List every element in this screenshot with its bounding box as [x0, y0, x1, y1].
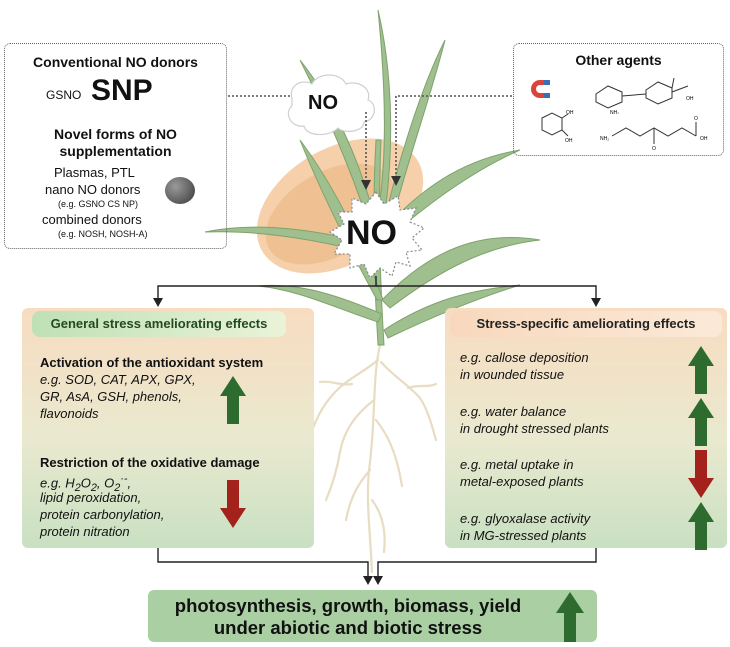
svg-text:O: O [694, 116, 698, 122]
metal-line-2: metal-exposed plants [460, 474, 584, 489]
novel-forms-title-1: Novel forms of NO [54, 126, 177, 142]
plasmas-label: Plasmas, PTL [54, 165, 135, 180]
callose-line-2: in wounded tissue [460, 367, 565, 382]
other-agents-title: Other agents [575, 52, 662, 68]
general-effects-title: General stress ameliorating effects [32, 311, 286, 337]
svg-text:O: O [652, 146, 656, 152]
aminolevulinic-acid-structure: NH₂ O OH O [600, 116, 708, 152]
nanoparticle-icon [165, 177, 195, 204]
arrow-down-icon [688, 450, 714, 498]
conventional-donors-title: Conventional NO donors [33, 54, 198, 70]
svg-text:NH₂: NH₂ [610, 110, 619, 114]
combined-donors-example: (e.g. NOSH, NOSH-A) [58, 229, 148, 239]
oxidative-line-1: lipid peroxidation, [40, 490, 142, 505]
novel-forms-title-2: supplementation [59, 143, 172, 159]
salicylic-acid-structure: OH OH [541, 110, 574, 144]
nano-donors-example: (e.g. GSNO CS NP) [58, 199, 139, 209]
arrow-up-icon [688, 398, 714, 446]
general-effects-panel [22, 308, 314, 548]
svg-text:OH: OH [566, 110, 574, 116]
callose-line-1: e.g. callose deposition [460, 350, 589, 365]
other-agents-box: Other agents OH OH NH₂ OH NH₂ O OH O [513, 43, 724, 156]
specific-effects-title: Stress-specific ameliorating effects [450, 311, 722, 337]
result-line-2: under abiotic and biotic stress [213, 617, 483, 638]
antioxidant-title: Activation of the antioxidant system [40, 355, 264, 370]
no-cloud-label: NO [308, 92, 338, 114]
result-box [148, 590, 597, 642]
result-connectors [157, 548, 597, 578]
arrow-down-icon [220, 480, 246, 528]
metal-line-1: e.g. metal uptake in [460, 457, 574, 472]
svg-text:NH₂: NH₂ [600, 136, 609, 142]
oxidative-line-3: protein nitration [40, 524, 130, 539]
snp-label: SNP [91, 74, 153, 107]
roots-illustration [304, 343, 438, 574]
antioxidant-line-1: e.g. SOD, CAT, APX, GPX, [40, 372, 196, 387]
combined-donors-label: combined donors [42, 212, 142, 227]
arrow-up-icon [220, 376, 246, 424]
svg-text:OH: OH [565, 138, 573, 144]
water-line-1: e.g. water balance [460, 404, 567, 419]
oxidative-damage-title: Restriction of the oxidative damage [40, 455, 260, 470]
antioxidant-line-3: flavonoids [40, 406, 99, 421]
oxidative-damage-eg: e.g. H2O2, O2·-, [40, 473, 132, 494]
result-line-1: photosynthesis, growth, biomass, yield [174, 595, 522, 616]
arrow-up-icon [688, 502, 714, 550]
glyoxalase-line-1: e.g. glyoxalase activity [460, 511, 591, 526]
water-line-2: in drought stressed plants [460, 421, 609, 436]
nano-donors-label: nano NO donors [45, 182, 141, 197]
no-cloud-shape [287, 74, 375, 136]
no-starburst-shape [328, 190, 426, 280]
antioxidant-line-2: GR, AsA, GSH, phenols, [40, 389, 182, 404]
no-center-label: NO [346, 214, 397, 252]
gsno-label: GSNO [46, 88, 82, 102]
split-connectors [157, 276, 597, 300]
glyoxalase-line-2: in MG-stressed plants [460, 528, 587, 543]
specific-effects-panel [445, 308, 727, 548]
svg-text:OH: OH [686, 96, 694, 102]
donor-connectors [228, 95, 512, 182]
chitosan-structure: NH₂ OH [595, 77, 694, 114]
oxidative-line-2: protein carbonylation, [40, 507, 165, 522]
magnet-icon [531, 80, 550, 98]
arrow-up-icon [688, 346, 714, 394]
arrow-up-icon [556, 592, 584, 642]
svg-text:OH: OH [700, 136, 708, 142]
donors-box: Conventional NO donors GSNO SNP Novel fo… [4, 43, 227, 249]
